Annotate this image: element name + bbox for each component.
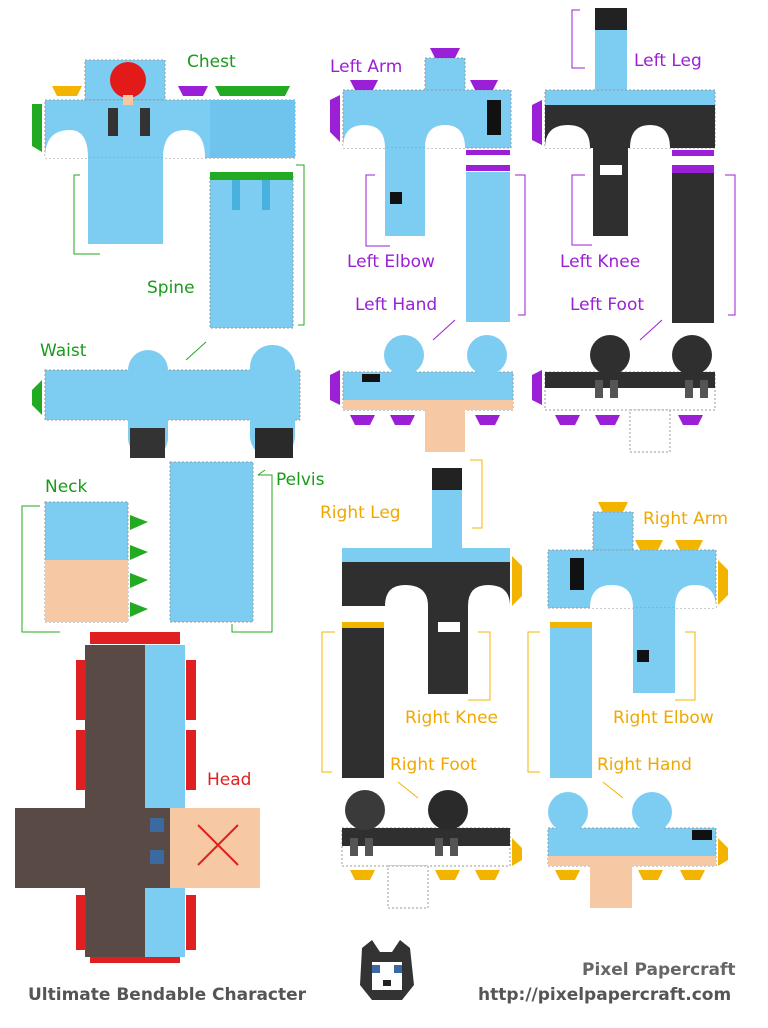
footer-title: Ultimate Bendable Character — [28, 985, 307, 1005]
chest-part — [32, 59, 296, 255]
label-left-hand: Left Hand — [355, 295, 438, 315]
label-left-elbow: Left Elbow — [347, 252, 435, 272]
label-pelvis: Pelvis — [276, 470, 325, 490]
left-arm-part — [330, 48, 526, 322]
label-spine: Spine — [147, 278, 195, 298]
label-left-foot: Left Foot — [570, 295, 645, 315]
right-foot-part — [341, 781, 522, 909]
right-hand-part — [547, 781, 728, 908]
footer-brand: Pixel Papercraft — [582, 960, 736, 980]
label-left-leg: Left Leg — [634, 51, 702, 71]
left-hand-part — [330, 319, 514, 452]
right-arm-part — [527, 502, 728, 778]
label-right-foot: Right Foot — [390, 755, 477, 775]
label-left-arm: Left Arm — [330, 57, 403, 77]
left-foot-part — [532, 319, 716, 453]
label-right-knee: Right Knee — [405, 708, 499, 728]
label-left-knee: Left Knee — [560, 252, 641, 272]
neck-part — [21, 501, 148, 633]
label-head: Head — [207, 770, 252, 790]
footer-url[interactable]: http://pixelpapercraft.com — [478, 985, 732, 1005]
pelvis-part — [169, 461, 273, 633]
label-right-elbow: Right Elbow — [613, 708, 714, 728]
left-leg-part — [532, 8, 736, 323]
right-leg-part — [321, 459, 522, 778]
label-waist: Waist — [40, 341, 87, 361]
spine-part — [209, 164, 305, 329]
chest-red-circle — [110, 62, 146, 98]
label-right-arm: Right Arm — [643, 509, 729, 529]
waist-part — [32, 341, 301, 458]
label-chest: Chest — [187, 52, 236, 72]
label-neck: Neck — [45, 477, 88, 497]
label-right-leg: Right Leg — [320, 503, 401, 523]
wolf-logo-icon — [360, 940, 414, 1000]
label-right-hand: Right Hand — [597, 755, 692, 775]
head-part — [15, 632, 260, 963]
